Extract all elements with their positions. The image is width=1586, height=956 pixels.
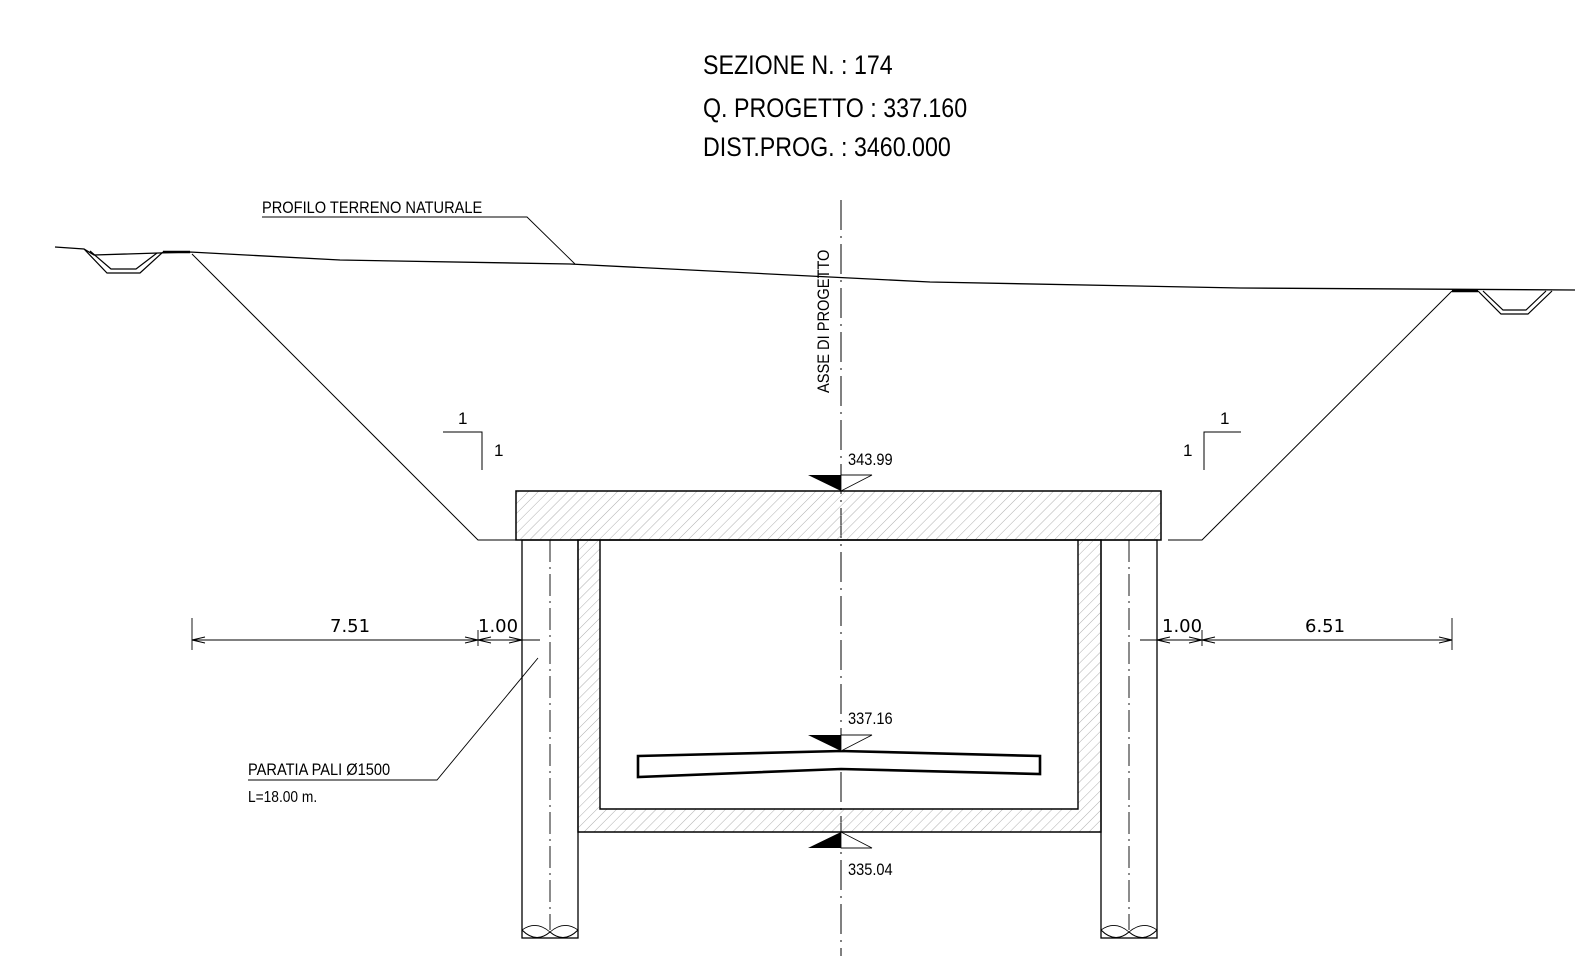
right-inner-dimension: 1.00 — [1162, 616, 1202, 637]
left-excavation-slope — [191, 253, 520, 541]
box-walls — [577, 539, 1102, 833]
left-ditch — [83, 248, 190, 274]
progressive-distance: DIST.PROG. : 3460.000 — [703, 132, 951, 162]
left-slope-symbol — [443, 431, 483, 470]
left-dimension-line — [191, 618, 540, 650]
right-slope-h: 1 — [1220, 409, 1229, 428]
right-slope-v: 1 — [1183, 441, 1192, 460]
left-pile — [521, 539, 579, 939]
ground-profile-label: PROFILO TERRENO NATURALE — [262, 199, 482, 217]
section-number: SEZIONE N. : 174 — [703, 50, 893, 80]
right-outer-dimension: 6.51 — [1305, 616, 1345, 637]
right-slope-symbol — [1203, 431, 1241, 470]
road-level: 337.16 — [848, 710, 893, 728]
left-slope-h: 1 — [458, 409, 467, 428]
bottom-slab-level: 335.04 — [848, 861, 893, 879]
top-slab-level-marker — [808, 474, 873, 492]
left-inner-dimension: 1.00 — [478, 616, 518, 637]
axis-label: ASSE DI PROGETTO — [815, 250, 833, 393]
ground-profile-leader — [262, 216, 576, 265]
road-level-marker — [808, 734, 873, 752]
right-excavation-slope — [1168, 290, 1453, 541]
top-slab — [515, 490, 1162, 541]
project-level: Q. PROGETTO : 337.160 — [703, 93, 968, 123]
ground-profile-line — [54, 246, 1576, 291]
right-ditch — [1452, 289, 1553, 315]
pile-leader — [248, 657, 539, 781]
top-slab-level: 343.99 — [848, 451, 893, 469]
road-platform — [636, 749, 1042, 779]
left-slope-v: 1 — [494, 441, 503, 460]
right-pile — [1100, 539, 1158, 939]
right-dimension-line — [1140, 618, 1453, 650]
left-outer-dimension: 7.51 — [330, 616, 370, 637]
bottom-slab-level-marker — [808, 831, 873, 849]
pile-length-label: L=18.00 m. — [248, 788, 317, 806]
pile-label: PARATIA PALI Ø1500 — [248, 761, 390, 779]
